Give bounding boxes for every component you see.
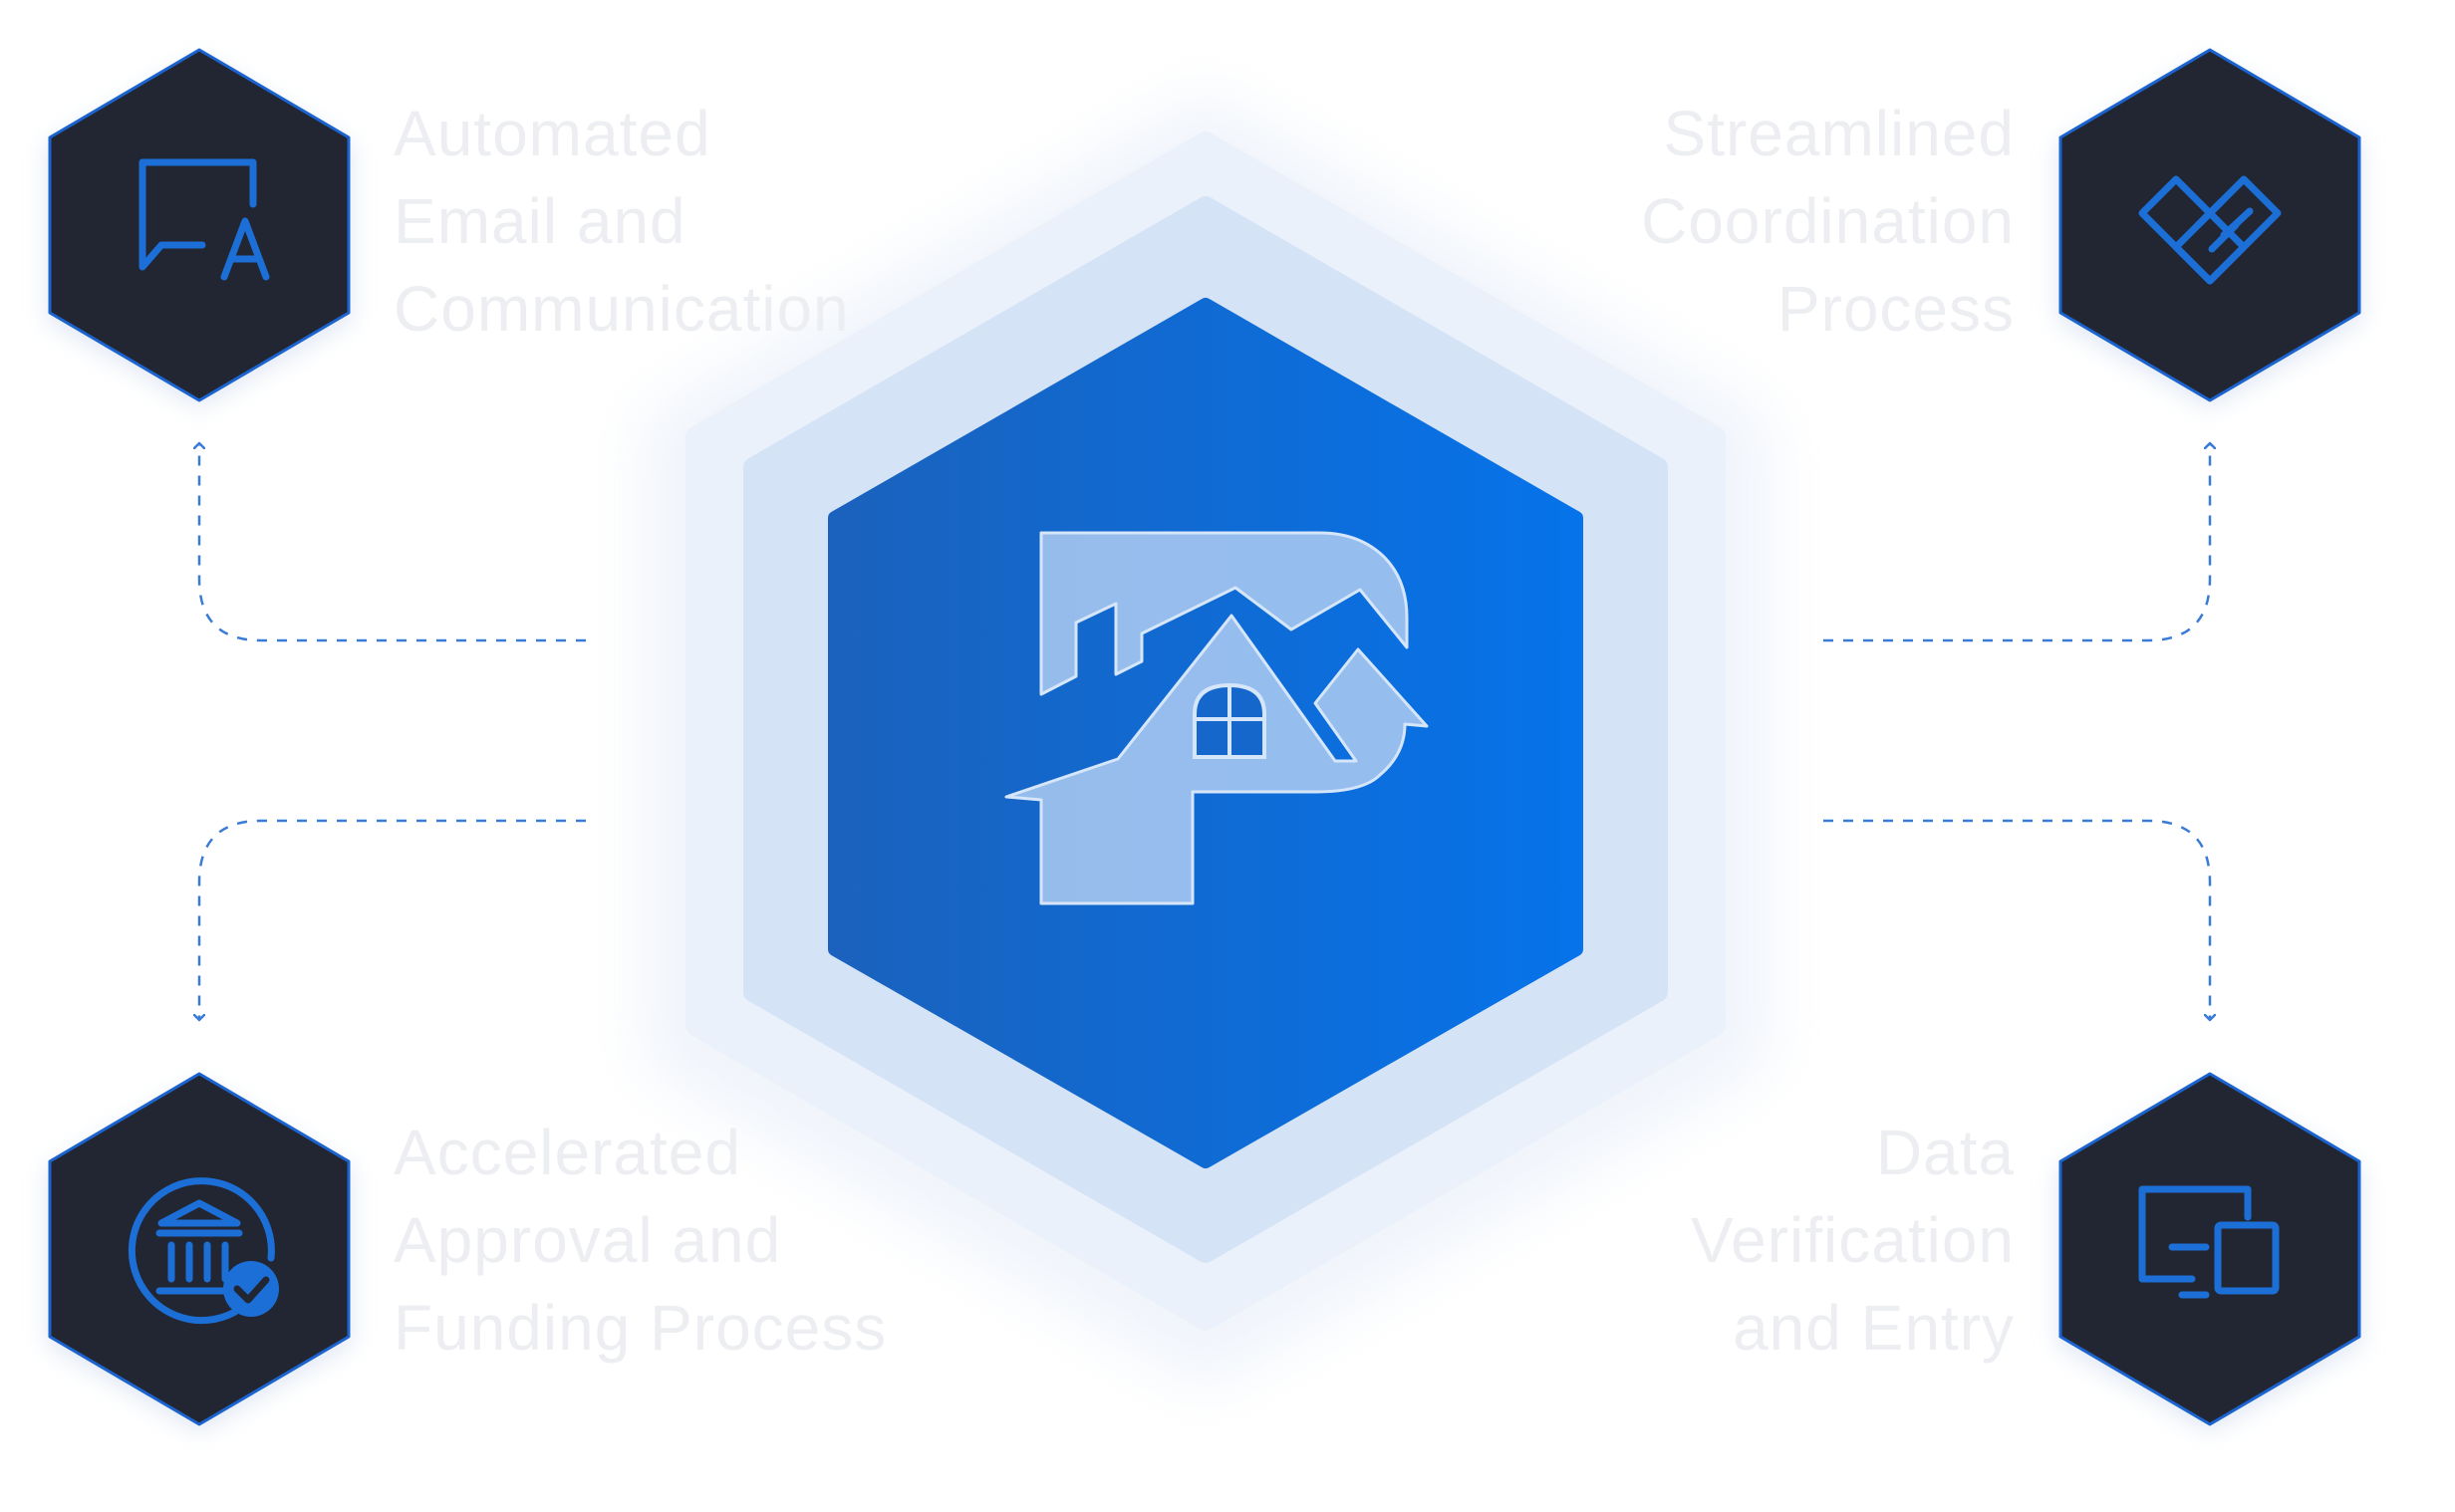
label-line: and Entry: [1733, 1292, 2015, 1364]
connector-bottom-right: [1823, 819, 2210, 1020]
label-line: Automated: [394, 98, 711, 169]
node-hexagon: [48, 1072, 351, 1426]
node-hexagon: [48, 48, 351, 402]
label-line: Accelerated: [394, 1117, 741, 1188]
check-badge-icon: [223, 1261, 279, 1317]
window-icon: [1193, 682, 1266, 759]
label-line: Communication: [394, 273, 850, 345]
handshake-icon: [2138, 175, 2282, 285]
label-line: Approval and: [394, 1204, 782, 1276]
label-line: Funding Process: [394, 1292, 888, 1364]
node-top-left[interactable]: [48, 48, 351, 402]
connector-top-left: [199, 443, 586, 642]
bank-check-icon: [128, 1177, 275, 1325]
label-line: Data: [1875, 1117, 2015, 1188]
feature-label-bottom-left: Accelerated Approval and Funding Process: [394, 1109, 1111, 1372]
label-line: Process: [1776, 273, 2015, 345]
connector-top-right: [1823, 443, 2210, 642]
label-line: Verification: [1690, 1204, 2015, 1276]
node-top-right[interactable]: [2058, 48, 2361, 402]
devices-icon: [2138, 1185, 2280, 1299]
connectors: [199, 443, 2210, 1020]
house-p-logo-icon: [1004, 531, 1429, 905]
feature-label-top-left: Automated Email and Communication: [394, 90, 1111, 353]
label-line: Streamlined: [1663, 98, 2015, 169]
chat-translate-icon: [138, 158, 270, 281]
node-bottom-right[interactable]: [2058, 1072, 2361, 1426]
feature-label-top-right: Streamlined Coordination Process: [1297, 90, 2015, 353]
node-hexagon: [2058, 48, 2361, 402]
connector-bottom-left: [199, 819, 586, 1020]
label-line: Email and: [394, 185, 686, 257]
node-bottom-left[interactable]: [48, 1072, 351, 1426]
label-line: Coordination: [1641, 185, 2015, 257]
node-hexagon: [2058, 1072, 2361, 1426]
feature-label-bottom-right: Data Verification and Entry: [1297, 1109, 2015, 1372]
